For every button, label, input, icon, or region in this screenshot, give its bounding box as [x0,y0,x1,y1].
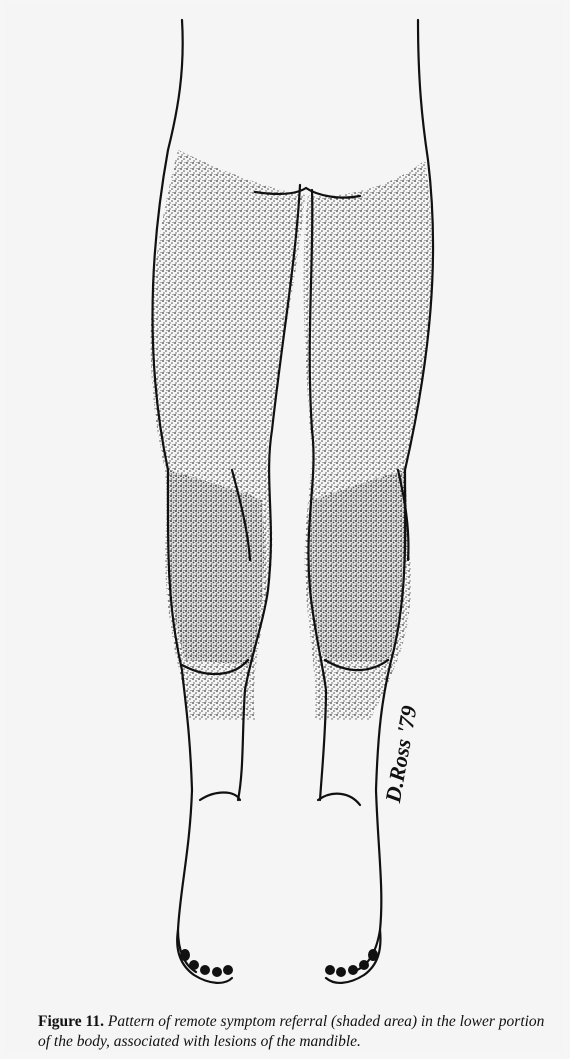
figure-caption-text: Pattern of remote symptom referral (shad… [38,1013,544,1050]
figure-label: Figure 11. [38,1013,104,1030]
toes [180,949,378,977]
left-calf-shading [168,470,265,665]
figure-caption: Figure 11. Pattern of remote symptom ref… [38,1012,558,1052]
legs-illustration [0,0,570,1000]
right-calf-shading [309,470,407,662]
